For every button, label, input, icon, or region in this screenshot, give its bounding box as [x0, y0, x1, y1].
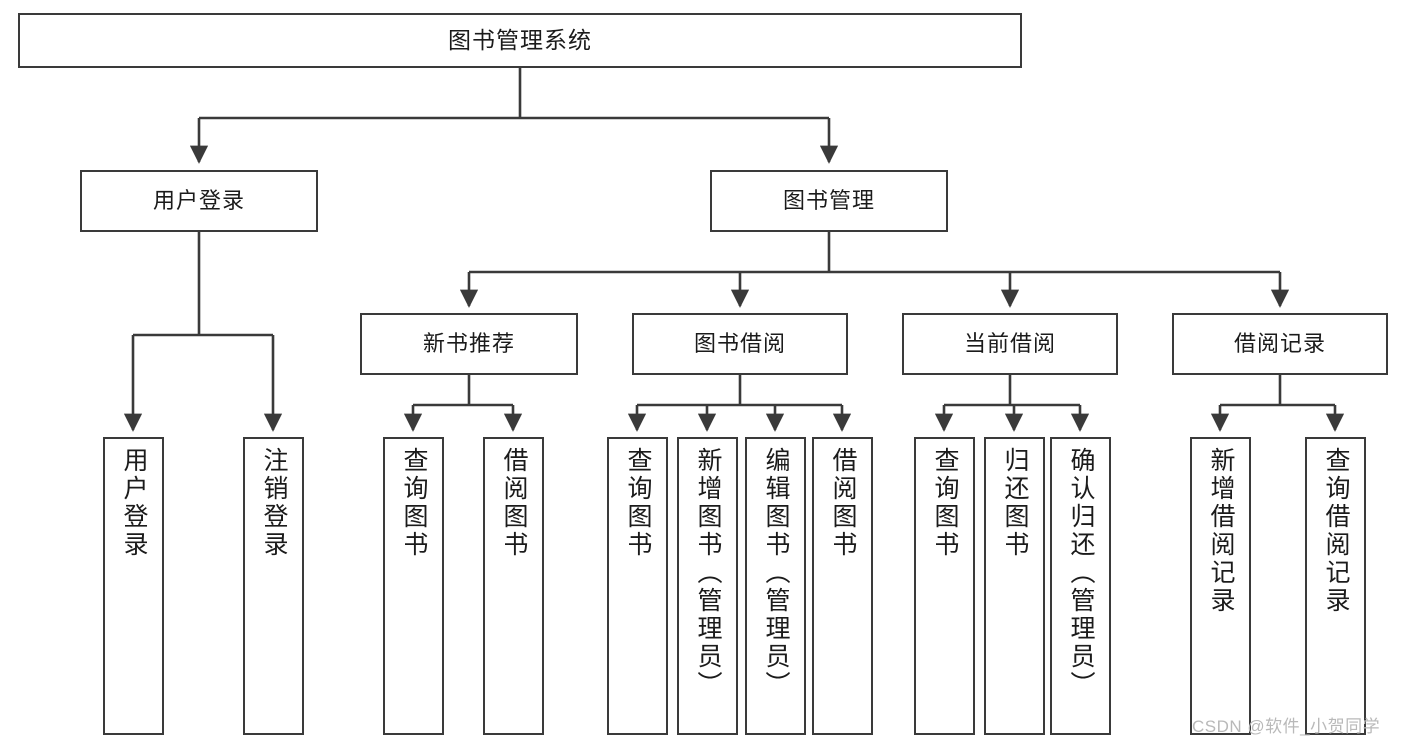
csdn-watermark: CSDN @软件_小贺同学	[1192, 717, 1381, 736]
node-label: 新增借阅记录	[1207, 447, 1235, 615]
leaf-current-return-book[interactable]: 归还图书	[984, 437, 1045, 735]
node-label: 用户登录	[152, 187, 245, 213]
node-current-borrow[interactable]: 当前借阅	[902, 313, 1118, 375]
leaf-borrow-add-book-admin[interactable]: 新增图书（管理员）	[677, 437, 738, 735]
node-label: 图书管理	[782, 187, 875, 213]
node-label: 借阅图书	[829, 447, 857, 559]
leaf-borrow-query-book[interactable]: 查询图书	[607, 437, 668, 735]
node-label: 新书推荐	[422, 330, 515, 356]
node-label: 新增图书（管理员）	[694, 447, 722, 699]
leaf-borrow-borrow-book[interactable]: 借阅图书	[812, 437, 873, 735]
node-user-login[interactable]: 用户登录	[80, 170, 318, 232]
node-label: 当前借阅	[963, 330, 1056, 356]
leaf-recommend-borrow-book[interactable]: 借阅图书	[483, 437, 544, 735]
node-label: 图书借阅	[693, 330, 786, 356]
node-label: 图书管理系统	[448, 26, 592, 53]
leaf-record-add-record[interactable]: 新增借阅记录	[1190, 437, 1251, 735]
node-book-borrow[interactable]: 图书借阅	[632, 313, 848, 375]
node-label: 查询图书	[624, 447, 652, 559]
leaf-user-login-logout[interactable]: 注销登录	[243, 437, 304, 735]
node-book-management[interactable]: 图书管理	[710, 170, 948, 232]
node-root-system[interactable]: 图书管理系统	[18, 13, 1022, 68]
leaf-record-query-record[interactable]: 查询借阅记录	[1305, 437, 1366, 735]
leaf-user-login-login[interactable]: 用户登录	[103, 437, 164, 735]
node-borrow-record[interactable]: 借阅记录	[1172, 313, 1388, 375]
leaf-recommend-query-book[interactable]: 查询图书	[383, 437, 444, 735]
node-label: 归还图书	[1001, 447, 1029, 559]
node-label: 用户登录	[120, 447, 148, 559]
leaf-current-query-book[interactable]: 查询图书	[914, 437, 975, 735]
leaf-borrow-edit-book-admin[interactable]: 编辑图书（管理员）	[745, 437, 806, 735]
node-label: 借阅图书	[500, 447, 528, 559]
node-label: 确认归还（管理员）	[1067, 447, 1095, 699]
node-label: 注销登录	[260, 447, 288, 559]
node-label: 查询借阅记录	[1322, 447, 1350, 615]
node-new-book-recommend[interactable]: 新书推荐	[360, 313, 578, 375]
node-label: 查询图书	[931, 447, 959, 559]
leaf-current-confirm-return-admin[interactable]: 确认归还（管理员）	[1050, 437, 1111, 735]
node-label: 借阅记录	[1233, 330, 1326, 356]
node-label: 编辑图书（管理员）	[762, 447, 790, 699]
node-label: 查询图书	[400, 447, 428, 559]
